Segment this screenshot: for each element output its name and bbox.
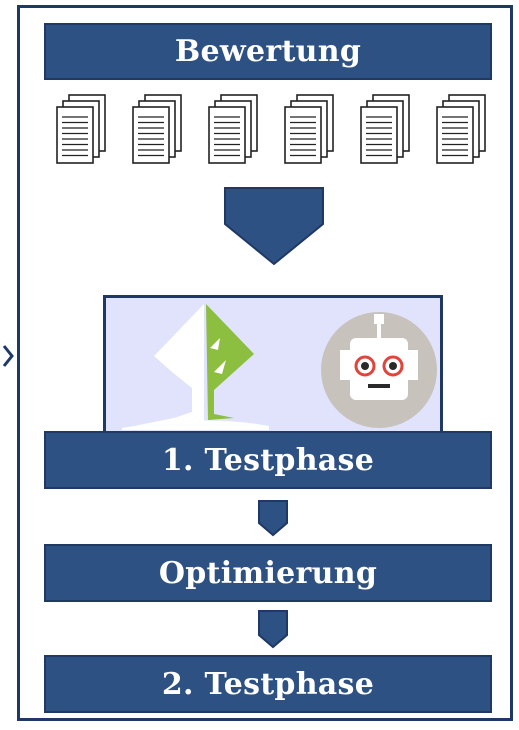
step-optimierung: Optimierung: [44, 544, 492, 602]
illustration-panel: [103, 295, 443, 435]
tree-logo-icon: [122, 304, 269, 430]
document-stack-icon: [132, 94, 182, 164]
step-optimierung-label: Optimierung: [158, 555, 378, 591]
left-arrow-tip-icon: [2, 345, 14, 367]
step-testphase-1-label: 1. Testphase: [161, 442, 375, 478]
document-stack-icon: [56, 94, 106, 164]
document-stack-icon: [436, 94, 486, 164]
document-stack-icon: [284, 94, 334, 164]
document-stack-icon: [360, 94, 410, 164]
down-arrow-icon: [258, 500, 288, 537]
step-testphase-2: 2. Testphase: [44, 655, 492, 713]
document-stack-icon: [208, 94, 258, 164]
document-row: [53, 93, 493, 173]
down-arrow-icon: [258, 610, 288, 649]
step-testphase-1: 1. Testphase: [44, 431, 492, 489]
step-bewertung: Bewertung: [44, 23, 492, 80]
step-testphase-2-label: 2. Testphase: [161, 666, 375, 702]
down-arrow-icon: [224, 187, 324, 266]
step-bewertung-label: Bewertung: [174, 34, 362, 69]
robot-face-icon: [321, 312, 437, 428]
